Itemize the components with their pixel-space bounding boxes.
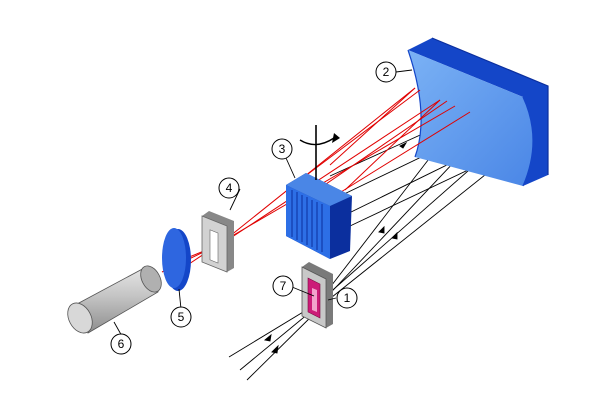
diffraction-grating [286,125,352,259]
callout-5-label: 5 [178,310,185,324]
dispersed-rays [161,87,471,279]
detector-cylinder [67,265,162,334]
exit-slit [201,211,234,273]
callout-2: 2 [375,61,397,83]
entrance-slit [301,262,333,329]
callout-3: 3 [271,138,293,160]
callout-1: 1 [336,287,358,309]
lens [162,228,191,291]
callout-4-label: 4 [226,181,233,195]
callout-7: 7 [272,275,294,297]
callout-6-label: 6 [118,337,125,351]
callout-1-label: 1 [344,291,351,305]
callout-3-label: 3 [279,142,286,156]
callout-5: 5 [170,306,192,328]
callout-4: 4 [218,177,240,199]
callout-2-label: 2 [383,65,390,79]
callout-7-label: 7 [280,279,287,293]
callout-6: 6 [110,333,132,355]
concave-mirror [407,37,549,187]
